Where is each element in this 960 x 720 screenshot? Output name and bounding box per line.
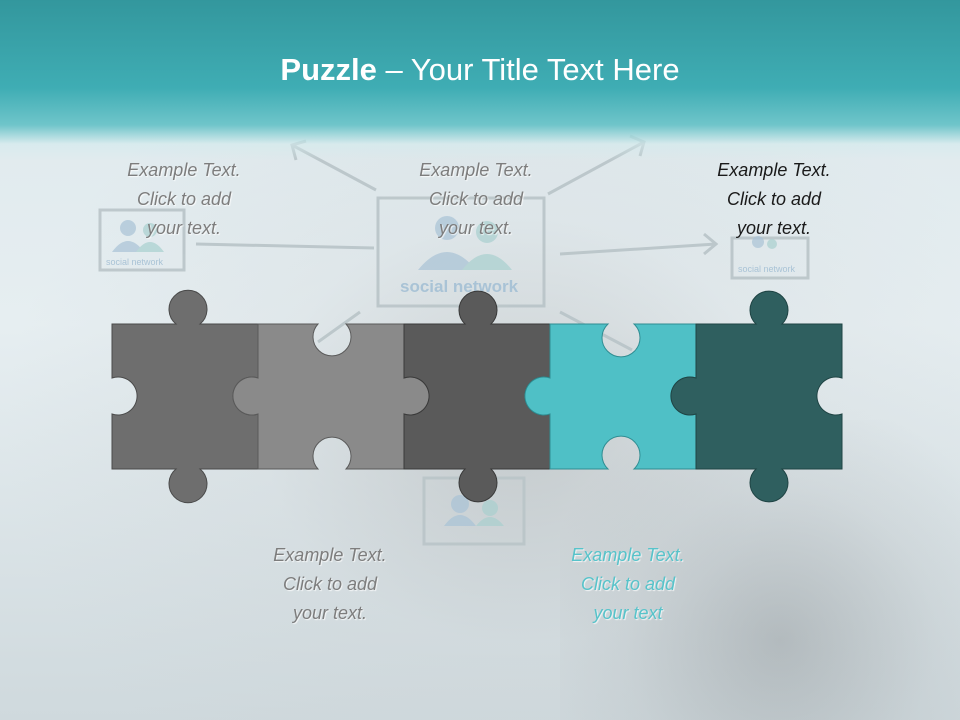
text-placeholder-3[interactable]: Example Text. Click to add your text. <box>674 156 874 243</box>
text-line-3: your text. <box>292 603 368 623</box>
sketch-social-network-small-left: social network <box>106 257 164 267</box>
text-placeholder-4[interactable]: Example Text. Click to add your text. <box>230 541 430 628</box>
puzzle-piece-4[interactable] <box>524 323 697 470</box>
text-line-3: your text. <box>736 218 812 238</box>
puzzle-piece-2[interactable] <box>232 323 430 470</box>
text-placeholder-1[interactable]: Example Text. Click to add your text. <box>84 156 284 243</box>
text-line-1: Example Text. <box>717 160 831 180</box>
text-line-3: your text <box>593 603 663 623</box>
text-placeholder-5[interactable]: Example Text. Click to add your text <box>528 541 728 628</box>
text-line-1: Example Text. <box>127 160 241 180</box>
text-placeholder-2[interactable]: Example Text. Click to add your text. <box>376 156 576 243</box>
text-line-1: Example Text. <box>273 545 387 565</box>
text-line-2: Click to add <box>136 189 232 209</box>
title-bold: Puzzle <box>280 52 377 87</box>
puzzle-piece-5[interactable] <box>670 290 843 503</box>
text-line-2: Click to add <box>282 574 378 594</box>
sketch-social-network-small-right: social network <box>738 264 796 274</box>
text-line-2: Click to add <box>580 574 676 594</box>
sketch-social-network-text: social network <box>400 277 519 296</box>
text-line-1: Example Text. <box>571 545 685 565</box>
text-line-3: your text. <box>146 218 222 238</box>
slide-title[interactable]: Puzzle – Your Title Text Here <box>0 52 960 88</box>
sketch-box-right <box>730 236 810 280</box>
text-line-1: Example Text. <box>419 160 533 180</box>
sketch-box-left <box>98 208 186 272</box>
sketch-person-icon <box>435 216 459 240</box>
title-bar <box>0 0 960 160</box>
title-rest: – Your Title Text Here <box>376 52 680 87</box>
text-line-2: Click to add <box>726 189 822 209</box>
text-line-2: Click to add <box>428 189 524 209</box>
text-line-3: your text. <box>438 218 514 238</box>
